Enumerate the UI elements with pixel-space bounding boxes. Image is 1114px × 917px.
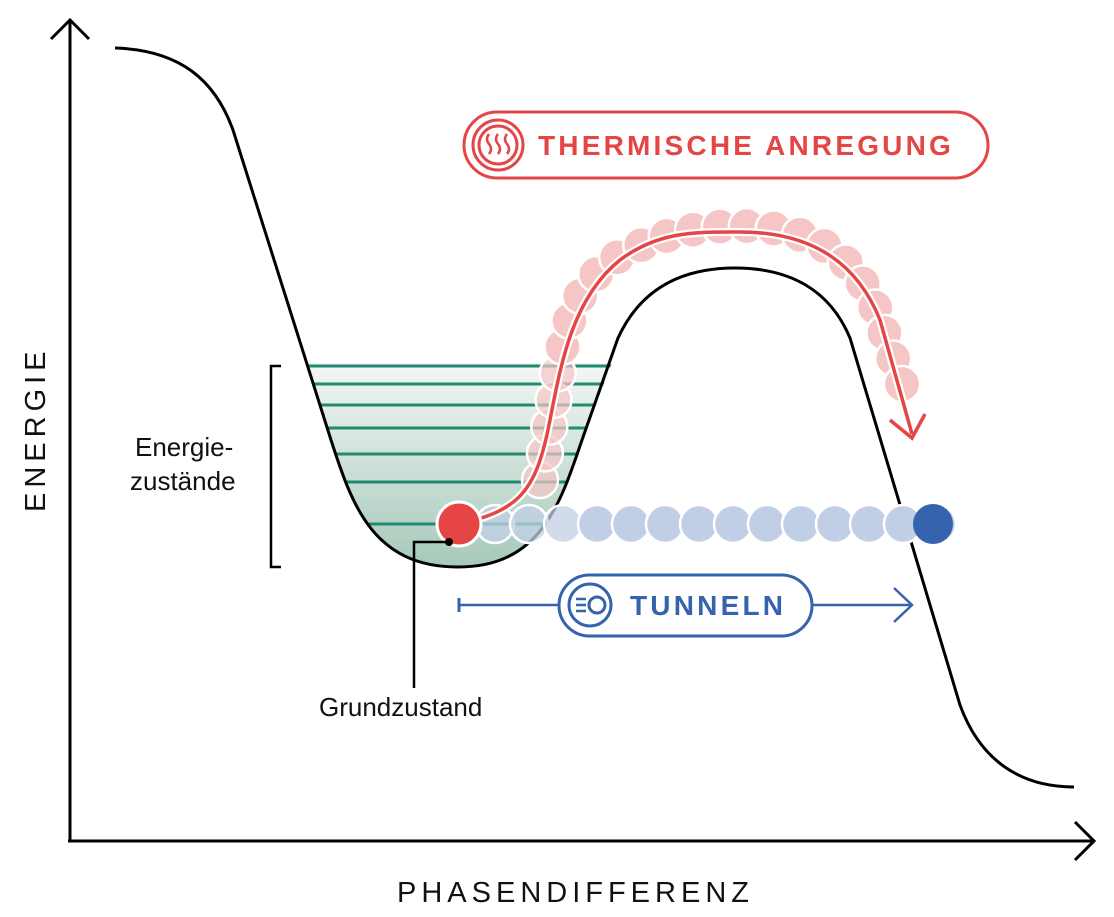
tunnel-trail-circle <box>644 503 686 545</box>
x-axis <box>68 820 1097 862</box>
tunnel-trail-circle <box>746 503 788 545</box>
tunnel-trail <box>474 503 958 545</box>
tunnel-trail-circle <box>508 503 550 545</box>
y-axis-label: ENERGIE <box>20 346 52 512</box>
energy-states-label-line1: Energie- <box>135 432 233 462</box>
energy-states-bracket <box>269 364 281 569</box>
thermal-excitation-badge: THERMISCHE ANREGUNG <box>462 110 990 180</box>
tunnel-trail-circle <box>576 503 618 545</box>
y-axis <box>49 17 91 840</box>
tunnel-trail-circle <box>712 503 754 545</box>
tunneling-badge: TUNNELN <box>557 573 814 638</box>
tunnel-trail-circle <box>610 503 652 545</box>
energy-states-label-line2: zustände <box>130 466 236 496</box>
ground-state-pointer-line <box>412 540 449 688</box>
tunnel-trail-circle <box>542 503 584 545</box>
thermal-path <box>459 230 914 526</box>
ground-state-label: Grundzustand <box>319 692 482 722</box>
thermal-arrow-head <box>888 413 927 441</box>
thermal-trail <box>520 206 922 500</box>
x-axis-label: PHASENDIFFERENZ <box>397 877 754 909</box>
ground-state-particle <box>435 500 483 548</box>
potential-curve <box>114 46 1075 789</box>
thermal-excitation-label: THERMISCHE ANREGUNG <box>538 130 954 161</box>
tunnel-end-particle <box>913 504 953 544</box>
tunnel-trail-circle <box>678 503 720 545</box>
tunnel-trail-circle <box>814 503 856 545</box>
heat-waves-icon <box>471 118 525 172</box>
tunneling-label: TUNNELN <box>630 590 786 621</box>
tunnel-trail-circle <box>848 503 890 545</box>
tunnel-particle-icon <box>567 582 613 628</box>
tunnel-trail-circle <box>780 503 822 545</box>
